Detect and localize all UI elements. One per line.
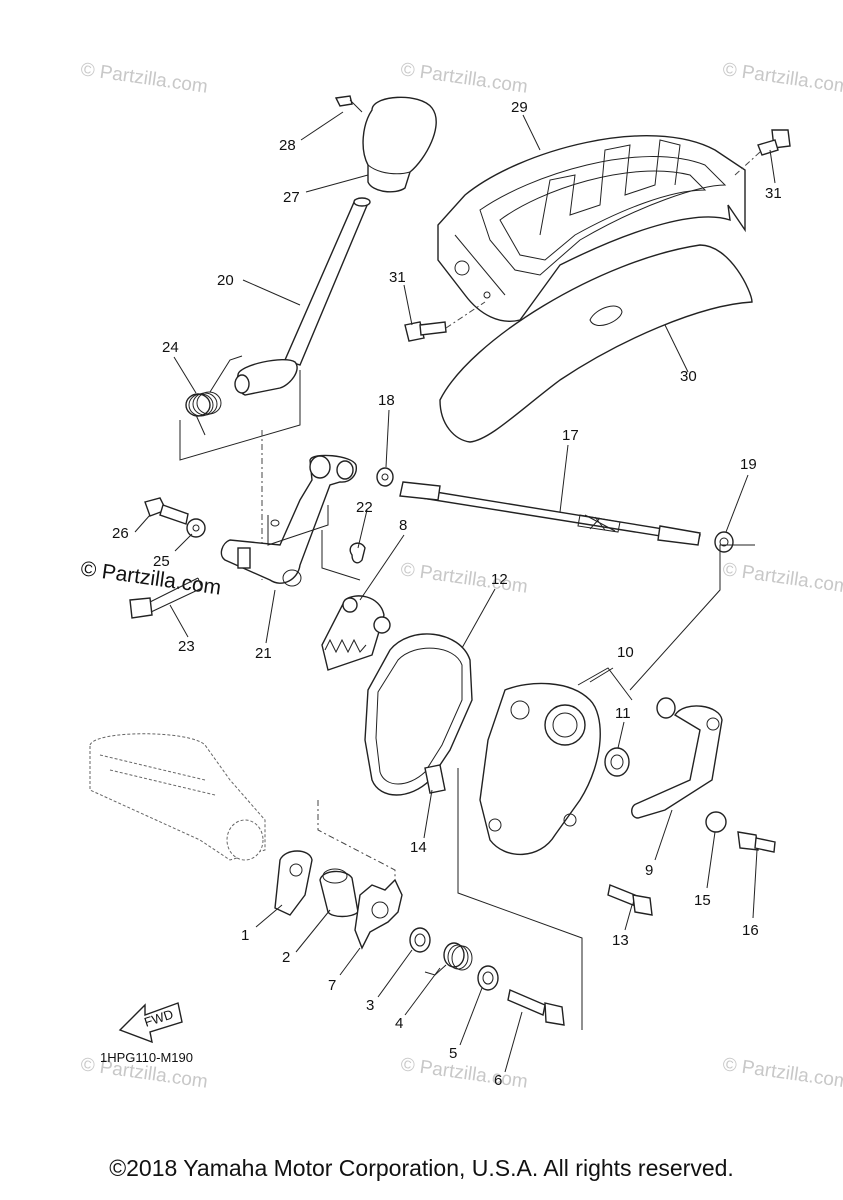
watermark: © Partzilla.com (399, 559, 529, 598)
callout-15: 15 (694, 892, 711, 909)
leader-lines (134, 111, 776, 1073)
watermark: © Partzilla.com (79, 59, 209, 98)
spring-24 (185, 355, 243, 436)
callout-22: 22 (356, 499, 373, 516)
fwd-arrow: FWD (118, 1002, 183, 1044)
callout-30: 30 (680, 368, 697, 385)
callout-11: 11 (615, 705, 631, 722)
shift-arm-group (129, 454, 366, 619)
callout-31-left: 31 (389, 269, 406, 286)
callout-26: 26 (112, 525, 129, 542)
shift-drum (89, 733, 266, 861)
callout-labels: 1 2 3 4 5 6 7 8 9 10 11 12 13 14 15 16 1… (112, 99, 782, 1089)
callout-25: 25 (153, 553, 170, 570)
copyright-notice: ©2018 Yamaha Motor Corporation, U.S.A. A… (109, 1155, 734, 1181)
spring-4 (424, 942, 473, 976)
callout-21: 21 (255, 645, 272, 662)
callout-17: 17 (562, 427, 579, 444)
watermark: © Partzilla.com (399, 1054, 529, 1093)
callout-24: 24 (162, 339, 179, 356)
callout-6: 6 (494, 1072, 502, 1089)
callout-27: 27 (283, 189, 300, 206)
callout-31-right: 31 (765, 185, 782, 202)
callout-20: 20 (217, 272, 234, 289)
callout-29: 29 (511, 99, 528, 116)
cover-group (364, 633, 653, 1030)
callout-4: 4 (395, 1015, 403, 1032)
callout-14: 14 (410, 839, 427, 856)
shift-segment-8 (321, 595, 391, 671)
watermark: © Partzilla.com (721, 1054, 843, 1093)
callout-12: 12 (491, 571, 508, 588)
watermark-prominent: © Partzilla.com (79, 557, 222, 599)
callout-13: 13 (612, 932, 629, 949)
shift-lever-9 (629, 544, 776, 853)
callout-3: 3 (366, 997, 374, 1014)
callout-1: 1 (241, 927, 249, 944)
callout-5: 5 (449, 1045, 457, 1062)
callout-16: 16 (742, 922, 759, 939)
lower-parts (274, 800, 565, 1026)
shift-lever-group (179, 95, 437, 580)
callout-9: 9 (645, 862, 653, 879)
diagram-code: 1HPG110-M190 (100, 1050, 193, 1065)
callout-18: 18 (378, 392, 395, 409)
shift-guide-cover (404, 129, 791, 443)
callout-19: 19 (740, 456, 757, 473)
shift-shaft (376, 467, 734, 553)
callout-23: 23 (178, 638, 195, 655)
watermark: © Partzilla.com (721, 59, 843, 98)
callout-2: 2 (282, 949, 290, 966)
watermark: © Partzilla.com (399, 59, 529, 98)
callout-7: 7 (328, 977, 336, 994)
callout-10: 10 (617, 644, 634, 661)
callout-8: 8 (399, 517, 407, 534)
callout-28: 28 (279, 137, 296, 154)
watermark: © Partzilla.com (721, 559, 843, 598)
